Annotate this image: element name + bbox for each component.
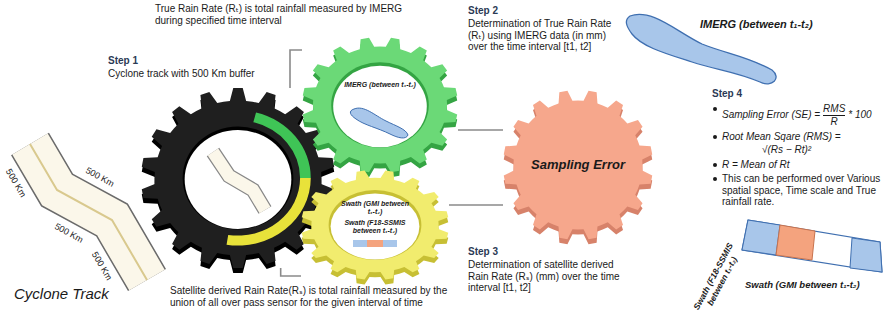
swath-band [742,220,882,272]
note-text: This can be performed over Various spati… [722,173,884,208]
formula-text: * 100 [848,109,871,121]
slot: R = Mean of Rt [722,159,790,171]
bullet-dot [712,161,719,169]
fraction-denominator: R [831,116,838,128]
bullet-dot [712,105,719,113]
node-shape [622,2,827,87]
connector-line [281,268,301,276]
step-text: Determination of satellite derived Rain … [468,259,626,294]
description-text: Satellite derived Rain Rate(Rₛ) is total… [170,285,455,308]
figure-title: Cyclone Track [14,286,109,303]
formula-text: √(Rs − Rt)² [762,144,841,156]
gear-label: Swath (GMI between t₁-t₂) [339,200,411,216]
swath-part [776,225,815,260]
gear-hole [331,194,420,260]
cyclone-track: 500 Km500 Km500 Km500 KmCyclone Track [2,138,167,313]
fraction-numerator: RMS [823,103,845,115]
gear-label: IMERG (between t₁-t₂) [342,81,418,89]
mini-imerg-area [350,108,408,138]
gear-label: Swath (F18-SSMIS between t₁-t₂) [339,219,411,235]
fraction: RMS R [823,103,845,128]
step-heading: Step 1 [108,55,138,66]
slot: RMS [823,103,845,117]
slot: R [831,116,838,128]
bullet-dot [712,175,719,183]
gear-yellow: Swath (GMI between t₁-t₂) Swath (F18-SSMI… [301,170,449,280]
gear-hole [185,130,292,229]
gear-hole [333,66,427,148]
gear-body [303,38,457,173]
mini-track [213,152,265,210]
slot: This can be performed over Various spati… [722,173,884,208]
gear-body [504,91,653,240]
step-heading: Step 4 [712,88,884,100]
connector-line [458,129,503,131]
step-heading: Step 3 [468,246,498,258]
swath-area: Swath (GMI between t₁-t₂)Swath (F18-SSMI… [700,200,885,320]
bullet-row: Root Mean Sqare (RMS) = √(Rs − Rt)² [712,131,884,156]
green-arc [253,113,310,178]
step-heading: Step 2 [468,5,498,17]
swath-part [850,238,882,272]
mini-swath [353,240,367,247]
bullet-row: Sampling Error (SE) = RMS R * 100 [712,103,884,128]
bullet-row: This can be performed over Various spati… [712,173,884,208]
step4-block: Step 4 Sampling Error (SE) = RMS R * 100… [712,88,884,208]
node-shape [302,37,458,173]
step-text: Cyclone track with 500 Km buffer [108,68,255,79]
mini-track-outline [213,152,265,210]
area-label: Swath (F18-SSMIS between t₁-t₂) [691,240,744,318]
slot: Root Mean Sqare (RMS) = [722,131,841,143]
gear-hole-wall [329,190,422,260]
slot: Step 4 [712,88,884,100]
slot: * 100 [848,109,871,121]
formula-text: Sampling Error (SE) = [722,109,820,121]
gear-title: Sampling Error [531,158,625,173]
swath-part [742,220,780,255]
slot: √(Rs − Rt)² [722,144,841,156]
gear-body [302,171,449,280]
track-line [30,144,147,280]
formula-text: R = Mean of Rt [722,159,790,171]
slot: Sampling Error (SE) = [722,109,820,121]
mini-swath [383,240,397,247]
gear-hole-wall [183,127,294,230]
gear-hole-wall [331,62,429,148]
step-text: Determination of True Rain Rate (Rₜ) usi… [468,18,620,53]
imerg-area: IMERG (between t₁-t₂) [622,2,827,87]
connector-line [449,204,503,206]
area-label: Swath (GMI between t₁-t₂) [745,280,860,291]
description-text: True Rain Rate (Rₜ) is total rainfall me… [155,3,425,26]
connector-line [290,50,302,88]
area-label: IMERG (between t₁-t₂) [700,18,813,30]
formula-text: Root Mean Sqare (RMS) = [722,131,841,143]
track-band [30,144,147,280]
track-outline [30,144,147,280]
bullet-dot [712,133,719,141]
gear-green: IMERG (between t₁-t₂) [302,37,458,173]
bullet-row: R = Mean of Rt [712,159,884,171]
mini-swath [367,240,383,247]
slot-group: Root Mean Sqare (RMS) = √(Rs − Rt)² [722,131,841,156]
gear-orange: Sampling Error [503,90,653,240]
